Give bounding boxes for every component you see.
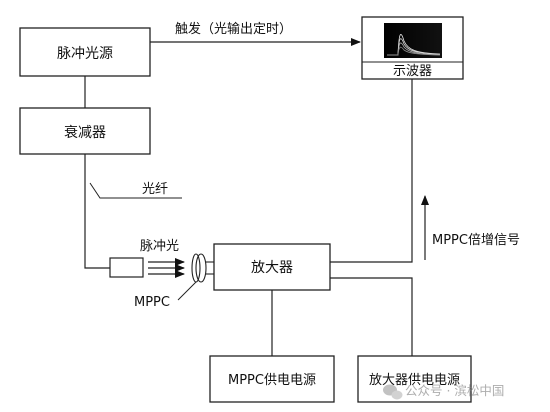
amplifier-power-line <box>330 278 412 356</box>
pulsed-light-label: 脉冲光 <box>140 239 179 254</box>
oscilloscope-label: 示波器 <box>393 64 432 79</box>
signal-connection: MPPC倍增信号 <box>330 79 520 262</box>
mppc-power-supply-block: MPPC供电电源 <box>210 356 334 402</box>
watermark-text: 公众号 · 滨松中国 <box>405 383 504 398</box>
mppc-sensor <box>192 254 214 282</box>
pulsed-light-arrows <box>148 262 184 274</box>
amplifier-label: 放大器 <box>251 260 293 276</box>
attenuator-block: 衰减器 <box>20 108 150 154</box>
mppc-signal-label: MPPC倍增信号 <box>432 233 520 248</box>
pulsed-light-source-label: 脉冲光源 <box>57 46 113 62</box>
fiber-emitter <box>110 258 143 277</box>
trigger-label: 触发（光输出定时） <box>175 21 292 37</box>
pulsed-light-source-block: 脉冲光源 <box>20 28 150 76</box>
mppc-power-supply-label: MPPC供电电源 <box>228 373 316 388</box>
mppc-callout-line <box>178 282 196 300</box>
trigger-connection: 触发（光输出定时） <box>150 21 360 42</box>
mppc-label: MPPC <box>134 295 170 310</box>
optical-fiber-label: 光纤 <box>142 182 168 197</box>
attenuator-label: 衰减器 <box>64 124 106 141</box>
oscilloscope-block: 示波器 <box>362 17 463 79</box>
fiber-callout-line <box>90 183 182 198</box>
amplifier-block: 放大器 <box>214 244 330 290</box>
